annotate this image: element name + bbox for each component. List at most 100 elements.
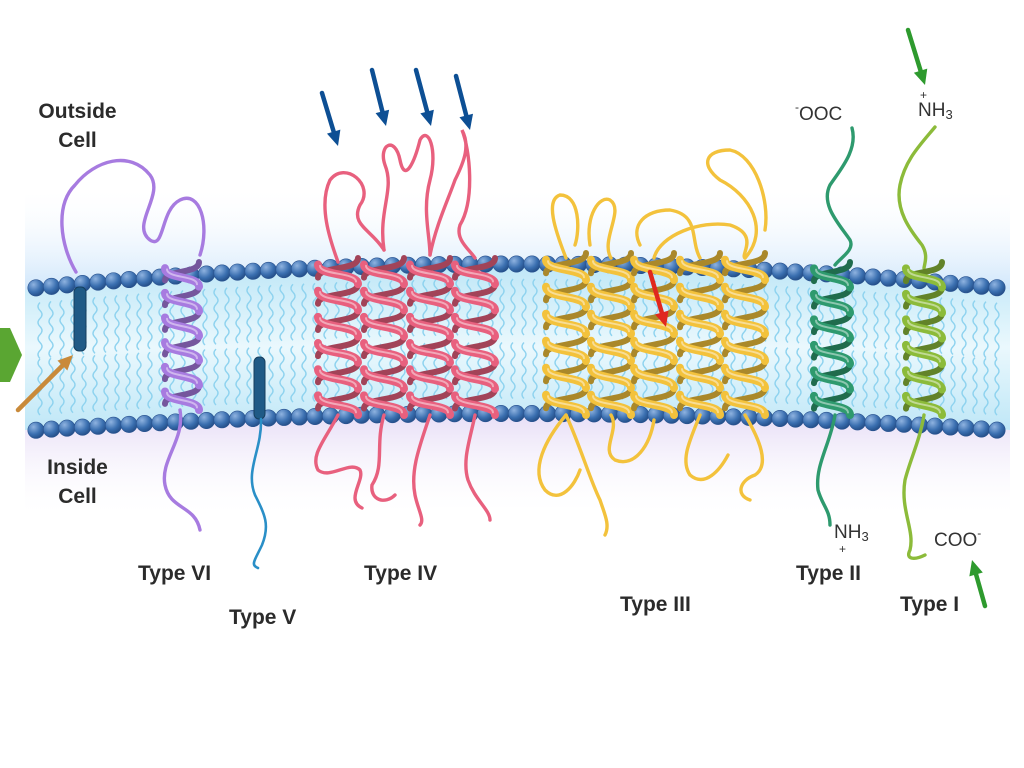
helix-highlight [456,369,494,388]
helix-highlight [907,396,941,414]
lipid-head-outer [972,277,990,295]
helix-highlight [319,264,357,283]
lipid-tail-upper [961,299,967,357]
helix-highlight [547,395,585,414]
green-arrow [969,560,988,609]
helix-highlight [635,368,673,387]
lipid-tail-lower [785,347,791,405]
intracellular-glow [25,412,1010,520]
helix-highlight [411,264,449,283]
type-i-n-terminus-outside: +NH3 [918,88,953,122]
protein-loop [902,413,927,560]
lipid-tail-lower [895,352,901,410]
lipid-tail-lower [147,351,153,409]
helix-back-strand [903,259,945,285]
helix-back-strand [677,250,723,277]
helix-highlight [411,317,449,335]
lipid-tail-lower [103,354,109,412]
lipid-head-inner [786,410,804,428]
helix-back-strand [407,255,453,281]
helix-back-strand [361,255,407,281]
helix-highlight [319,343,357,362]
lipid-tail-lower [268,346,274,404]
helix-highlight [166,342,198,360]
helix-highlight [456,395,494,414]
helix-highlight [815,319,849,337]
lipid-head-inner [523,405,541,423]
lipid-tail-upper [279,284,285,342]
helix-back-strand [543,250,589,277]
lipid-head-inner [988,421,1006,439]
lipid-head-inner [771,409,789,427]
helix-highlight [815,294,849,312]
lipid-head-outer [136,269,154,287]
helix-highlight [547,287,585,306]
helix-highlight [815,268,849,286]
lipid-tail-upper [103,295,109,353]
helix-highlight [365,369,403,388]
lipid-tail-lower [851,350,857,408]
lipid-head-inner [941,418,959,436]
helix-back-strand [722,250,768,277]
lipid-tail-upper [796,286,802,344]
lipid-tail-lower [774,346,780,404]
helix-highlight [547,341,585,360]
type-vi-anchor [73,286,87,352]
helix-highlight [726,260,764,279]
helix-highlight [681,395,719,414]
lipid-tail-lower [510,342,516,399]
helix-highlight [726,287,764,306]
lipid-head-inner [802,411,820,429]
lipid-tail-lower [125,352,131,410]
lipid-tail-lower [873,351,879,409]
lipid-tail-lower [521,342,527,399]
helix-back-strand [162,259,202,284]
helix-highlight [365,291,403,309]
helix-highlight [411,343,449,362]
type-iv-label: Type IV [364,562,438,585]
lipid-head-inner [136,415,154,433]
lipid-tail-upper [301,283,307,341]
helix-highlight [907,345,941,363]
lipid-head-inner [864,414,882,432]
helix-highlight [907,319,941,337]
lipid-tail-upper [59,299,65,357]
lipid-head-outer [213,264,231,282]
lipid-tail-upper [510,278,516,336]
lipid-tail-upper [224,287,230,345]
lipid-head-inner [972,420,990,438]
helix-highlight [592,341,630,360]
helix-highlight [411,369,449,388]
helix-highlight [456,264,494,283]
helix-highlight [456,317,494,335]
helix-highlight [726,395,764,414]
lipid-tail-upper [268,284,274,342]
lipid-head-inner [724,408,742,426]
lipid-head-outer [275,261,293,279]
helix-highlight [635,395,673,414]
type-i-label: Type I [900,593,960,616]
lipid-tail-lower [499,342,505,400]
type-v-protein [250,356,268,570]
lipid-tail-lower [972,357,978,415]
lipid-head-outer [198,265,216,283]
lipid-head-outer [988,279,1006,297]
lipid-tail-upper [994,302,1000,360]
helix-highlight [547,260,585,279]
protein-loop [815,413,837,527]
protein-loop [162,408,202,532]
lipid-tail-lower [235,347,241,405]
lipid-head-inner [198,411,216,429]
helix-highlight [592,368,630,387]
lipid-tail-lower [301,345,307,403]
terminus-text: NH [834,522,862,543]
nav-next-tab[interactable] [0,328,22,382]
helix-highlight [726,314,764,333]
protein-loop [381,133,435,257]
lipid-head-inner [58,419,76,437]
lipid-tail-lower [202,349,208,407]
lipid-tail-lower [246,347,252,405]
brown-arrow [15,355,73,413]
lipid-tail-upper [114,295,120,353]
